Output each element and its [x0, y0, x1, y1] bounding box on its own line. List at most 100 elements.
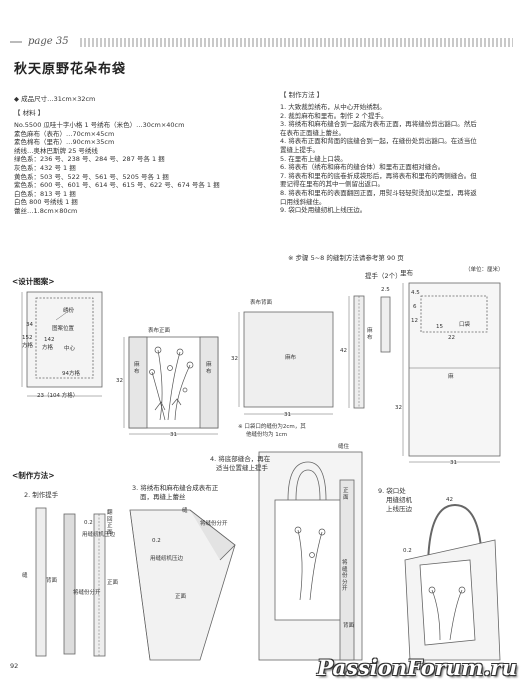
design-label-center: 中心 [64, 346, 76, 352]
page-header-bar: page 35 [10, 36, 513, 50]
front-dim-32: 32 [116, 378, 123, 384]
method-steps: 1. 大致裁剪绣布，从中心开始绣制。 2. 裁剪麻布和里布。制作 2 个提手。 … [280, 103, 477, 215]
step2-back: 背面 [46, 578, 58, 584]
step2-dim: 0.2 [84, 520, 93, 526]
lining-label: 里布 [400, 269, 413, 277]
material-line: 蕾丝…1.8cm×80cm [14, 206, 78, 215]
method2-header: <制作方法> [12, 471, 55, 480]
materials-list: No.5500 瓜哇十字小格 1 号绣布（米色）…30cm×40cm 素色麻布（… [14, 121, 220, 216]
step-line: 7. 将表布和里布的底卷折成袋形后，再将表布和里布的两侧缝合。但 [280, 171, 477, 180]
design-dim-94: 94方格 [62, 371, 80, 377]
lining-dim: 4.5 [411, 290, 420, 296]
back-note: ※ 口袋口的缝份为2cm，其 [238, 424, 306, 430]
step3-dim: 0.2 [152, 538, 161, 544]
step-line: 1. 大致裁剪绣布，从中心开始绣制。 [280, 103, 386, 111]
design-dim-bottom: 23（104 方格） [37, 393, 79, 399]
back-cloth-label: 麻布 [285, 355, 297, 361]
step-line: 2. 裁剪麻布和里布。制作 2 个提手。 [280, 111, 388, 120]
back-panel-outline [243, 311, 334, 408]
material-line: 白色 800 号绣线 1 捆 [14, 198, 78, 207]
step-line: 4. 将表布正面和背面的底缝合到一起，在缝份处剪出豁口。在适当位 [280, 137, 477, 146]
design-outer-frame [26, 291, 103, 388]
handle-cloth: 麻布 [367, 328, 373, 341]
design-grid-label: 方格 [42, 345, 54, 351]
step-line: 在表布正面缝上蕾丝。 [280, 128, 345, 137]
back-label: 表布背面 [250, 300, 273, 306]
method-note: ※ 步骤 5~8 的缝制方法请参考第 90 页 [288, 254, 404, 262]
step2-title: 2. 制作提手 [24, 491, 59, 499]
step-line: 置缝上提手。 [280, 145, 319, 154]
step3-seam: 缝 [182, 508, 188, 514]
material-line: No.5500 瓜哇十字小格 1 号绣布（米色）…30cm×40cm [14, 121, 185, 129]
unit-label: （单位：厘米） [465, 267, 504, 273]
design-dim-142: 142 [44, 337, 55, 343]
material-line: 绿色系：236 号、238 号、284 号、287 号各 1 捆 [14, 155, 165, 164]
design-inner-frame [35, 297, 94, 379]
front-side-label: 麻布 [134, 362, 140, 375]
lining-dim: 15 [436, 324, 443, 330]
lining-dim-32: 32 [395, 405, 402, 411]
step9-handle [427, 503, 483, 571]
step4-title: 适当位置缝上提手 [216, 464, 268, 472]
finished-size: ◆ 成品尺寸…31cm×32cm [14, 95, 96, 103]
back-dim-32: 32 [231, 356, 238, 362]
handle-dim-42: 42 [340, 348, 347, 354]
step2-front: 正面 [107, 580, 119, 586]
material-line: 紫色系：600 号、601 号、614 号、615 号、622 号、674 号各… [14, 181, 220, 190]
step9-dim: 42 [446, 497, 453, 503]
page-number: 92 [10, 662, 19, 670]
step4-title: 4. 将底部缝合，再在 [210, 455, 271, 463]
method-header: 【 制作方法 】 [280, 91, 324, 99]
material-line: 白色系：813 号 1 捆 [14, 189, 76, 198]
lining-dim: 6 [413, 304, 417, 310]
step3-open: 将缝份分开 [200, 521, 228, 527]
material-line: 灰色系：432 号 1 捆 [14, 163, 76, 172]
page-label: page 35 [24, 36, 73, 47]
step-line: 5. 在里布上缝上口袋。 [280, 154, 347, 163]
step4-seam: 缝住 [338, 444, 350, 450]
material-line: 素色麻布（表布）…70cm×45cm [14, 129, 115, 138]
material-line: 素色棉布（里布）…90cm×35cm [14, 138, 115, 147]
step3-title: 面，再缝上蕾丝 [140, 493, 186, 501]
lining-dim-31: 31 [450, 460, 457, 466]
step4-front: 正面 [343, 488, 349, 501]
material-line: 绣线…奥林巴斯牌 25 号绣线 [14, 146, 98, 155]
step-line: 3. 将绣布和麻布缝合到一起成为表布正面，再将缝份剪出豁口。然后 [280, 120, 477, 129]
lining-outline [408, 282, 501, 457]
flower-embroidery [149, 346, 194, 421]
step4-open: 将缝份分开 [342, 560, 348, 592]
step-line: 8. 将表布和里布的表面翻回正面，用熨斗轻轻熨烫加以定型，再将返 [280, 188, 477, 197]
step2-machine: 用缝纫机压边 [82, 532, 116, 538]
page-title: 秋天原野花朵布袋 [14, 62, 127, 77]
design-header: <设计图案> [12, 277, 55, 286]
back-note: 他缝份均为 1cm [246, 432, 288, 438]
step2-open: 将缝份分开 [73, 590, 101, 596]
step3-front: 正面 [175, 594, 187, 600]
step9-title: 9. 袋口处 [378, 487, 406, 495]
front-label: 表布正面 [148, 328, 171, 334]
design-label-stitch: 绣份 [63, 308, 75, 314]
lining-pocket-label: 口袋 [459, 322, 471, 328]
step3-machine: 用缝纫机压边 [150, 556, 184, 562]
design-dim-152: 152 [22, 335, 33, 341]
step3-title: 3. 将绣布和麻布缝合成表布正 [132, 484, 219, 492]
step-line: 6. 将表布（绣布和麻布的缝合体）和里布正面相对缝合。 [280, 163, 445, 172]
handle-label: 提手（2个） [365, 272, 402, 280]
step9-dim: 0.2 [403, 548, 412, 554]
step9-title: 上线压边 [386, 505, 412, 513]
lining-dim: 12 [411, 318, 418, 324]
materials-header: 【 材料 】 [14, 109, 45, 117]
step9-title: 用缝纫机 [386, 496, 412, 504]
design-label-position: 图案位置 [52, 326, 75, 332]
lining-cloth-label: 麻 [448, 374, 454, 380]
lining-dim: 22 [448, 335, 455, 341]
handle-dim-25: 2.5 [381, 287, 390, 293]
design-grid-label: 方格 [22, 343, 34, 349]
step2-seam: 缝 [22, 573, 28, 579]
step-line: 口用线斜缝住。 [280, 197, 326, 206]
front-side-label: 麻布 [206, 362, 212, 375]
step2-fold: 翻回正面 [107, 510, 113, 536]
step-line: 9. 袋口处用缝纫机上线压边。 [280, 206, 367, 215]
front-dim-31: 31 [170, 432, 177, 438]
